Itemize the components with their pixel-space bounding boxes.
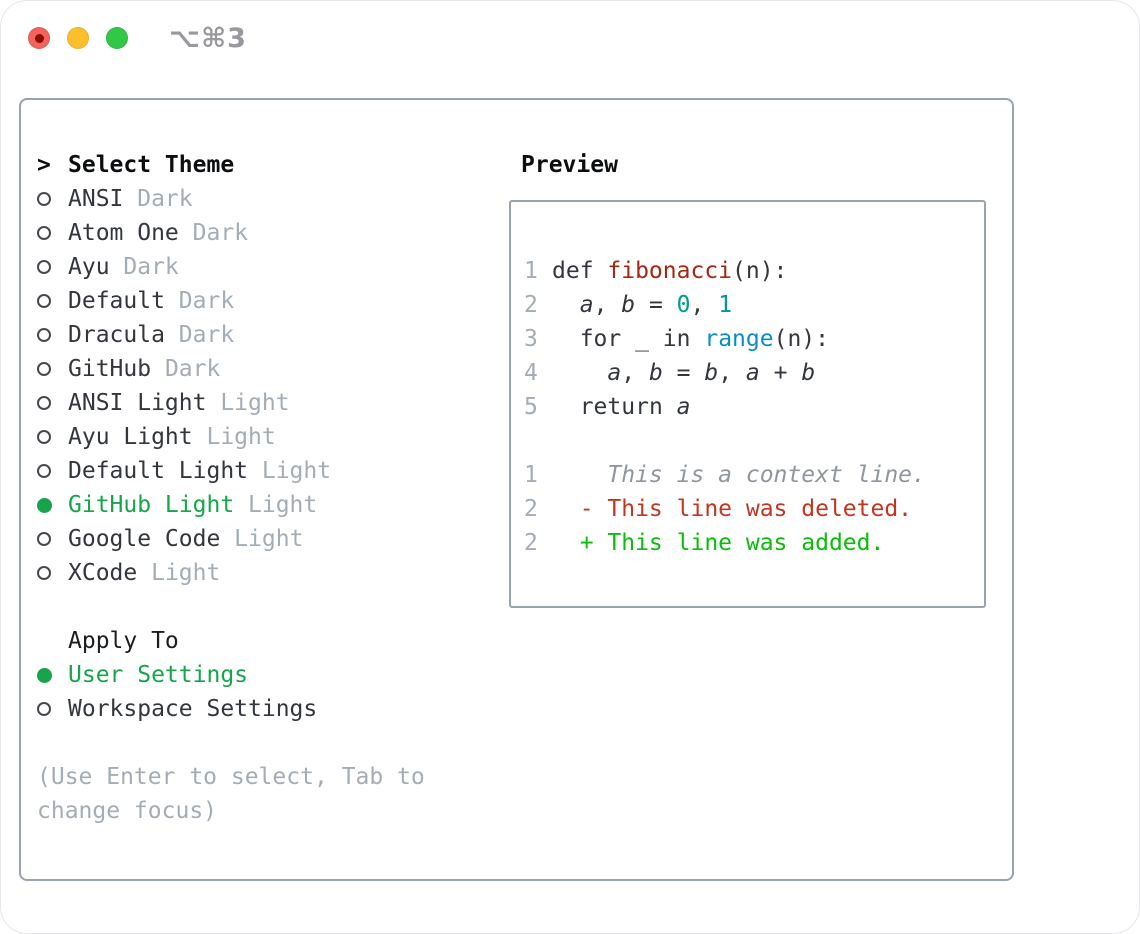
theme-variant: Dark	[123, 186, 193, 212]
close-button[interactable]	[28, 27, 50, 49]
help-text-line: change focus)	[37, 798, 218, 824]
code-line: 1 This is a context line.	[524, 462, 926, 488]
radio-unselected-icon	[37, 260, 51, 274]
line-number: 1	[524, 462, 538, 488]
code-line: 2 - This line was deleted.	[524, 496, 913, 522]
theme-option-ayu[interactable]: Ayu Dark	[37, 250, 487, 284]
theme-variant: Dark	[164, 322, 235, 348]
theme-name: Dracula	[68, 322, 165, 348]
line-number: 5	[524, 394, 538, 420]
line-number: 2	[524, 496, 538, 522]
code-line: 5 return a	[524, 394, 691, 420]
theme-name: Default Light	[68, 458, 249, 484]
theme-option-atom-one[interactable]: Atom One Dark	[37, 216, 487, 250]
theme-option-github[interactable]: GitHub Dark	[37, 352, 487, 386]
radio-unselected-icon	[37, 362, 51, 376]
window-controls	[28, 27, 128, 49]
theme-variant: Light	[206, 390, 290, 416]
radio-unselected-icon	[37, 328, 51, 342]
theme-name: Ayu	[68, 254, 110, 280]
line-number: 4	[524, 360, 538, 386]
help-text-line: (Use Enter to select, Tab to	[37, 764, 425, 790]
radio-unselected-icon	[37, 226, 51, 240]
radio-selected-icon	[37, 497, 52, 513]
prompt-caret-icon: >	[37, 152, 51, 178]
theme-variant: Dark	[164, 288, 235, 314]
theme-variant: Dark	[151, 356, 221, 382]
radio-unselected-icon	[37, 566, 51, 580]
theme-option-xcode[interactable]: XCode Light	[37, 556, 487, 590]
line-number: 2	[524, 292, 538, 318]
theme-name: GitHub	[68, 356, 152, 382]
theme-variant: Light	[220, 526, 304, 552]
theme-variant: Light	[192, 424, 276, 450]
apply-to-title: Apply To	[68, 628, 179, 654]
theme-select-header-row: > Select Theme	[37, 148, 487, 182]
theme-variant: Light	[234, 492, 318, 518]
theme-option-ansi[interactable]: ANSI Dark	[37, 182, 487, 216]
radio-unselected-icon	[37, 702, 51, 716]
theme-option-ayu-light[interactable]: Ayu Light Light	[37, 420, 487, 454]
code-line: 3 for _ in range(n):	[524, 326, 829, 352]
theme-select-title: Select Theme	[68, 152, 235, 178]
option-name: Workspace Settings	[68, 696, 318, 722]
theme-variant: Dark	[109, 254, 179, 280]
line-number: 1	[524, 258, 538, 284]
preview-title: Preview	[521, 152, 618, 178]
theme-variant: Light	[248, 458, 332, 484]
theme-variant: Dark	[178, 220, 249, 246]
code-line: 2 a, b = 0, 1	[524, 292, 733, 318]
theme-name: Atom One	[68, 220, 179, 246]
radio-unselected-icon	[37, 464, 51, 478]
theme-option-default-light[interactable]: Default Light Light	[37, 454, 487, 488]
theme-name: GitHub Light	[68, 492, 235, 518]
radio-unselected-icon	[37, 532, 51, 546]
theme-option-google-code[interactable]: Google Code Light	[37, 522, 487, 556]
theme-option-ansi-light[interactable]: ANSI Light Light	[37, 386, 487, 420]
theme-variant: Light	[137, 560, 221, 586]
minimize-button[interactable]	[67, 27, 89, 49]
title-bar: ⌥⌘3	[1, 1, 1139, 75]
window-title: ⌥⌘3	[169, 23, 247, 54]
theme-name: ANSI	[68, 186, 124, 212]
option-name: User Settings	[68, 662, 249, 688]
apply-option-workspace-settings[interactable]: Workspace Settings	[37, 692, 487, 726]
radio-selected-icon	[37, 667, 52, 683]
line-number: 3	[524, 326, 538, 352]
theme-option-default[interactable]: Default Dark	[37, 284, 487, 318]
theme-name: Ayu Light	[68, 424, 193, 450]
code-line: 4 a, b = b, a + b	[524, 360, 816, 386]
radio-unselected-icon	[37, 430, 51, 444]
theme-option-github-light[interactable]: GitHub Light Light	[37, 488, 487, 522]
theme-name: Google Code	[68, 526, 221, 552]
help-text: (Use Enter to select, Tab to change focus…	[37, 760, 487, 828]
code-line: 2 + This line was added.	[524, 530, 885, 556]
theme-name: ANSI Light	[68, 390, 207, 416]
radio-unselected-icon	[37, 396, 51, 410]
theme-option-dracula[interactable]: Dracula Dark	[37, 318, 487, 352]
apply-option-user-settings[interactable]: User Settings	[37, 658, 487, 692]
radio-unselected-icon	[37, 192, 51, 206]
theme-name: Default	[68, 288, 165, 314]
zoom-button[interactable]	[106, 27, 128, 49]
line-number: 2	[524, 530, 538, 556]
radio-unselected-icon	[37, 294, 51, 308]
apply-to-header-row: Apply To	[37, 624, 487, 658]
theme-name: XCode	[68, 560, 138, 586]
diff-block: 1 This is a context line. 2 - This line w…	[524, 458, 974, 560]
